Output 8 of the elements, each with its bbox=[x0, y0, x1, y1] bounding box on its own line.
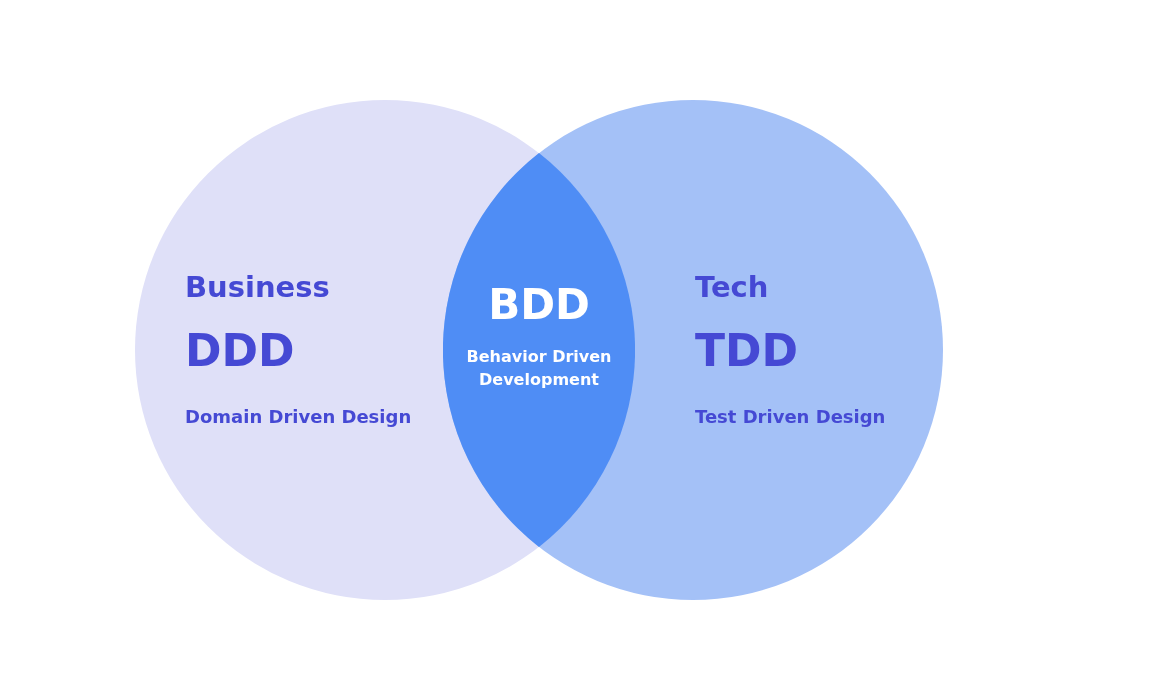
acronym: BDD bbox=[487, 279, 591, 331]
full-name: Domain Driven Design bbox=[185, 406, 412, 427]
full-name: Test Driven Design bbox=[695, 406, 886, 427]
acronym: DDD bbox=[185, 325, 295, 376]
group-heading: Tech bbox=[695, 270, 769, 304]
full-name: Behavior Driven Development bbox=[465, 346, 613, 392]
group-heading: Business bbox=[185, 270, 330, 304]
acronym: TDD bbox=[695, 325, 799, 376]
